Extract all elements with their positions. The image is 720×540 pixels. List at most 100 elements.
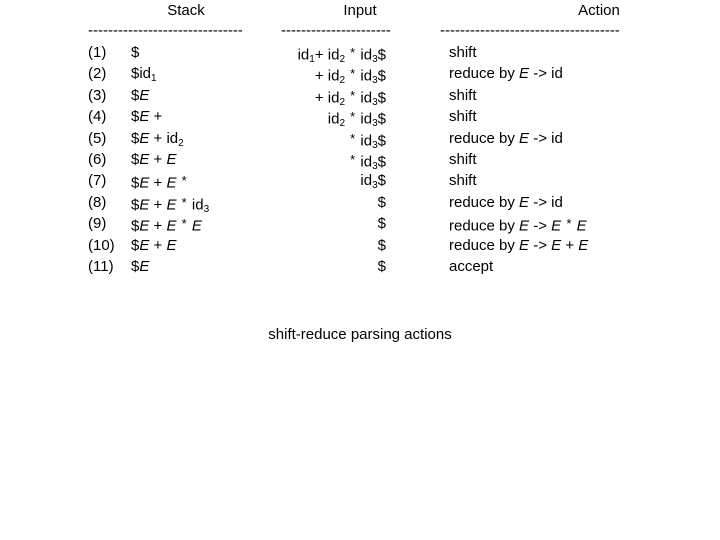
token-text: $ — [131, 150, 140, 168]
nonterminal-symbol: E — [139, 174, 150, 192]
row-step-number: (1) — [88, 44, 107, 61]
operator-times: * — [350, 66, 356, 82]
row-step-number: (3) — [88, 86, 107, 104]
token-text: id — [360, 67, 373, 85]
token-text: id — [551, 65, 563, 83]
token-subscript: 2 — [339, 75, 345, 87]
cell-action: shift — [449, 106, 477, 127]
nonterminal-symbol: E — [139, 150, 150, 168]
token-text: + — [561, 236, 579, 254]
row-step-number: (2) — [88, 65, 107, 83]
cell-action: reduce by E -> E + E — [449, 235, 588, 256]
cell-action: reduce by E -> id — [449, 63, 563, 84]
token-subscript: 2 — [339, 118, 345, 130]
cell-action: shift — [449, 42, 477, 63]
token-subscript: 1 — [309, 54, 315, 66]
cell-input: * id3$ — [246, 128, 386, 157]
figure-caption: shift-reduce parsing actions — [268, 326, 452, 343]
column-header-input: Input — [343, 2, 377, 19]
token-subscript: 1 — [151, 73, 157, 85]
token-text: id — [166, 129, 179, 147]
token-text: $ — [377, 193, 386, 211]
token-text: + — [153, 108, 163, 126]
nonterminal-symbol: E — [166, 196, 177, 214]
token-text: $ — [377, 67, 386, 85]
operator-times: * — [566, 216, 572, 232]
operator-times: * — [350, 87, 356, 103]
nonterminal-symbol: E — [166, 150, 177, 168]
nonterminal-symbol: E — [139, 86, 150, 104]
token-subscript: 3 — [372, 75, 378, 87]
token-text: -> — [529, 129, 552, 147]
token-text: $ — [131, 65, 140, 83]
nonterminal-symbol: E — [139, 196, 150, 214]
token-text: shift — [449, 108, 477, 126]
nonterminal-symbol: E — [139, 108, 150, 126]
cell-action: reduce by E -> E * E — [449, 213, 587, 237]
token-text: $ — [377, 257, 386, 275]
column-rule-stack: ----------------------------------------… — [88, 24, 242, 37]
table-row: (2)$id1+ id2 * id3$reduce by E -> id — [0, 63, 720, 87]
token-text: + — [314, 46, 324, 64]
nonterminal-symbol: E — [519, 193, 530, 211]
cell-input: * id3$ — [246, 149, 386, 178]
token-text: + — [149, 196, 167, 214]
column-header-action: Action — [578, 2, 620, 19]
table-row: (1)$id1+ id2 * id3$shift — [0, 42, 720, 66]
cell-action: reduce by E -> id — [449, 192, 563, 213]
cell-stack: $id1 — [131, 63, 157, 89]
token-text: accept — [449, 257, 494, 275]
token-text: + — [149, 217, 167, 235]
nonterminal-symbol: E — [166, 217, 177, 235]
row-step-number: (5) — [88, 129, 107, 147]
nonterminal-symbol: E — [139, 217, 150, 235]
token-text: id — [139, 65, 152, 83]
nonterminal-symbol: E — [519, 129, 530, 147]
row-step-number: (9) — [88, 215, 107, 233]
token-text: + — [314, 67, 324, 85]
cell-action: reduce by E -> id — [449, 128, 563, 149]
token-text: -> — [529, 217, 552, 235]
token-text: $ — [377, 172, 386, 190]
cell-action: shift — [449, 170, 477, 191]
token-text: $ — [131, 108, 140, 126]
column-header-stack: Stack — [167, 2, 205, 19]
token-subscript: 2 — [339, 54, 345, 66]
token-text: reduce by — [449, 193, 520, 211]
token-text: $ — [377, 110, 386, 128]
token-text: $ — [377, 131, 386, 149]
token-subscript: 2 — [178, 137, 184, 149]
token-text: reduce by — [449, 217, 520, 235]
table-row: (7)$E + E *id3$shift — [0, 170, 720, 191]
token-text: $ — [131, 257, 140, 275]
row-step-number: (4) — [88, 108, 107, 126]
nonterminal-symbol: E — [519, 236, 530, 254]
table-row: (6)$E + E* id3$shift — [0, 149, 720, 172]
cell-input: $ — [246, 235, 386, 256]
nonterminal-symbol: E — [576, 217, 587, 235]
token-text: $ — [131, 129, 140, 147]
cell-stack: $E + E * E — [131, 213, 202, 237]
nonterminal-symbol: E — [166, 174, 177, 192]
parse-table-body: (1)$id1+ id2 * id3$shift(2)$id1+ id2 * i… — [0, 42, 720, 277]
table-row: (10)$E + E$reduce by E -> E + E — [0, 235, 720, 256]
cell-action: shift — [449, 85, 477, 106]
token-text: id — [551, 129, 563, 147]
token-text: $ — [131, 174, 140, 192]
cell-stack: $E + E * id3 — [131, 192, 209, 221]
token-text: $ — [131, 236, 140, 254]
nonterminal-symbol: E — [166, 236, 177, 254]
token-text: -> — [529, 236, 552, 254]
token-text: shift — [449, 44, 477, 61]
table-row: (11)$E$accept — [0, 256, 720, 277]
cell-input: $ — [246, 256, 386, 277]
token-text: shift — [449, 150, 477, 168]
cell-stack: $E — [131, 85, 149, 106]
cell-input: + id2 * id3$ — [246, 85, 386, 114]
token-text: id — [327, 67, 340, 85]
nonterminal-symbol: E — [519, 217, 530, 235]
token-text: $ — [377, 153, 386, 171]
token-text: reduce by — [449, 236, 520, 254]
token-text: id — [360, 89, 373, 107]
